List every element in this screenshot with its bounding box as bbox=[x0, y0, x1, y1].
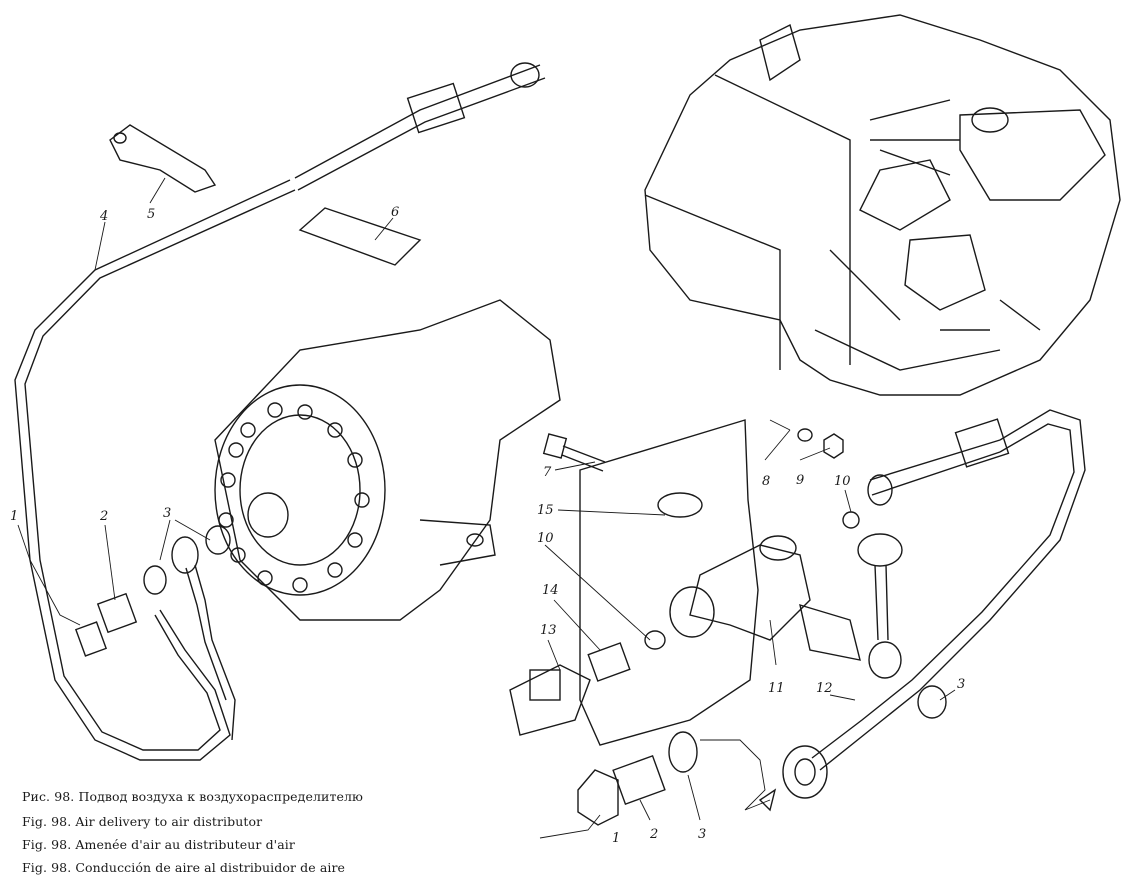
callout-1b: 1 bbox=[612, 831, 620, 846]
callout-6: 6 bbox=[391, 205, 399, 220]
callout-10b: 10 bbox=[537, 531, 554, 546]
connector-rod bbox=[294, 62, 546, 191]
pipe-clip bbox=[109, 124, 217, 193]
callout-3: 3 bbox=[163, 506, 171, 521]
callout-3b: 3 bbox=[957, 677, 965, 692]
callout-labels: 1 2 3 4 5 6 7 8 9 10 11 12 13 14 15 10 3… bbox=[10, 205, 965, 846]
callout-9: 9 bbox=[796, 473, 804, 488]
caption-english: Fig. 98. Air delivery to air distributor bbox=[22, 814, 263, 829]
bolt bbox=[542, 433, 606, 472]
callout-8: 8 bbox=[762, 474, 770, 489]
caption-french: Fig. 98. Amenée d'air au distributeur d'… bbox=[22, 837, 295, 852]
callout-4: 4 bbox=[99, 209, 108, 224]
blower-housing bbox=[214, 299, 561, 621]
nut bbox=[823, 433, 844, 459]
fitting-left bbox=[509, 642, 631, 736]
callout-15: 15 bbox=[537, 503, 554, 518]
caption-spanish: Fig. 98. Conducción de aire al distribui… bbox=[22, 860, 346, 875]
callout-13: 13 bbox=[540, 623, 557, 638]
mounting-plate bbox=[579, 419, 759, 746]
air-pipe-right bbox=[782, 409, 1086, 799]
blower-bolt-holes bbox=[218, 402, 370, 593]
caption-russian: Рис. 98. Подвод воздуха к воздухораспред… bbox=[22, 789, 363, 804]
callout-7: 7 bbox=[543, 465, 552, 480]
air-pipe-left bbox=[14, 179, 296, 761]
seal-ring bbox=[842, 511, 860, 529]
control-knob bbox=[857, 533, 903, 679]
callout-1: 1 bbox=[10, 509, 18, 524]
callout-12: 12 bbox=[816, 681, 833, 696]
callout-11: 11 bbox=[768, 681, 785, 696]
rubber-strip bbox=[298, 207, 422, 266]
washer bbox=[797, 428, 813, 442]
callout-2b: 2 bbox=[649, 827, 658, 842]
leader-lines bbox=[17, 177, 956, 839]
callout-3c: 3 bbox=[698, 827, 706, 842]
callout-10a: 10 bbox=[834, 474, 851, 489]
callout-5: 5 bbox=[147, 207, 155, 222]
banjo-fitting-bottom bbox=[577, 685, 947, 826]
banjo-fitting-left bbox=[74, 525, 231, 657]
callout-2: 2 bbox=[99, 509, 108, 524]
engine-assembly bbox=[644, 14, 1121, 396]
air-distributor-tee bbox=[669, 535, 861, 661]
callout-14: 14 bbox=[542, 583, 559, 598]
